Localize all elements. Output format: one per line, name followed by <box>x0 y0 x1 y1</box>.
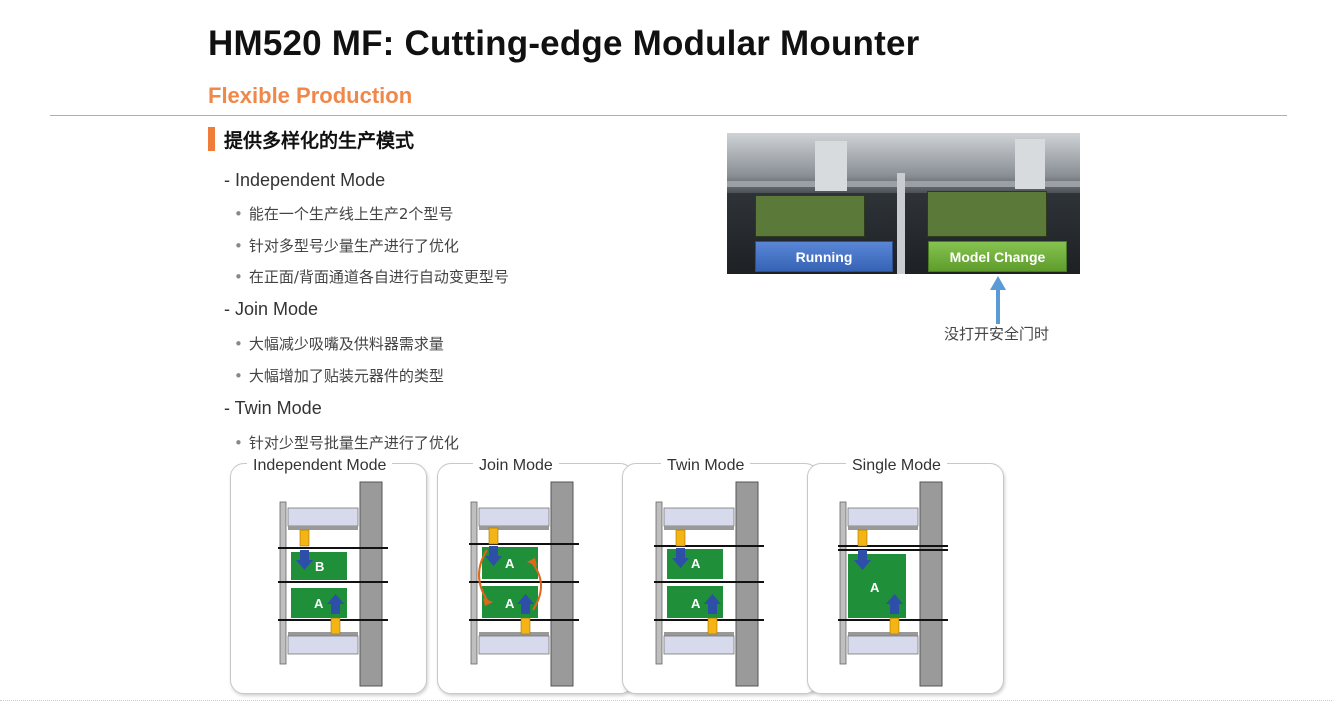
mode-label-twin: - Twin Mode <box>224 398 322 418</box>
diagram-independent: B A <box>278 481 388 687</box>
machine-photo <box>727 133 1080 274</box>
bullet-item: •大幅增加了贴装元器件的类型 <box>234 367 444 385</box>
photo-caption: 没打开安全门时 <box>944 325 1050 343</box>
model-change-label: Model Change <box>928 241 1067 272</box>
bullet-item: •针对多型号少量生产进行了优化 <box>234 237 459 255</box>
photo-head-left <box>815 141 847 191</box>
photo-pcb-left <box>755 195 865 237</box>
diagram-single: A <box>838 481 948 687</box>
board-label-b: B <box>315 559 324 574</box>
board-label-a: A <box>314 596 324 611</box>
diagram-twin: A A <box>654 481 764 687</box>
bullet-text: 大幅增加了贴装元器件的类型 <box>248 367 444 385</box>
card-title-join: Join Mode <box>473 457 559 475</box>
card-title-single: Single Mode <box>846 457 947 475</box>
bullet-text: 能在一个生产线上生产2个型号 <box>248 205 454 223</box>
heading-accent-bar <box>208 127 215 151</box>
board-label-a: A <box>505 556 515 571</box>
bullet-item: •能在一个生产线上生产2个型号 <box>234 205 454 223</box>
page-title: HM520 MF: Cutting-edge Modular Mounter <box>208 24 920 63</box>
photo-pcb-right <box>927 191 1047 237</box>
bullet-text: 针对多型号少量生产进行了优化 <box>248 237 459 255</box>
bullet-text: 在正面/背面通道各自进行自动变更型号 <box>248 268 509 286</box>
board-label-a: A <box>691 556 701 571</box>
card-title-twin: Twin Mode <box>661 457 751 475</box>
bullet-item: •针对少型号批量生产进行了优化 <box>234 434 459 452</box>
photo-head-right <box>1015 139 1045 189</box>
bullet-item: •大幅减少吸嘴及供料器需求量 <box>234 335 444 353</box>
mode-label-independent: - Independent Mode <box>224 170 386 190</box>
running-label: Running <box>755 241 893 272</box>
page-subtitle: Flexible Production <box>208 83 413 108</box>
up-arrow-icon <box>990 276 1006 324</box>
bullet-item: •在正面/背面通道各自进行自动变更型号 <box>234 268 509 286</box>
bullet-text: 大幅减少吸嘴及供料器需求量 <box>248 335 444 353</box>
photo-center-rail <box>897 173 905 274</box>
diagram-join: A A <box>469 481 579 687</box>
board-label-a: A <box>870 580 880 595</box>
footer-divider <box>0 700 1332 701</box>
header-divider <box>50 115 1287 116</box>
section-heading: 提供多样化的生产模式 <box>224 130 415 152</box>
card-title-independent: Independent Mode <box>247 457 393 475</box>
board-label-a: A <box>691 596 701 611</box>
board-label-a: A <box>505 596 515 611</box>
bullet-text: 针对少型号批量生产进行了优化 <box>248 434 459 452</box>
mode-label-join: - Join Mode <box>224 299 319 319</box>
